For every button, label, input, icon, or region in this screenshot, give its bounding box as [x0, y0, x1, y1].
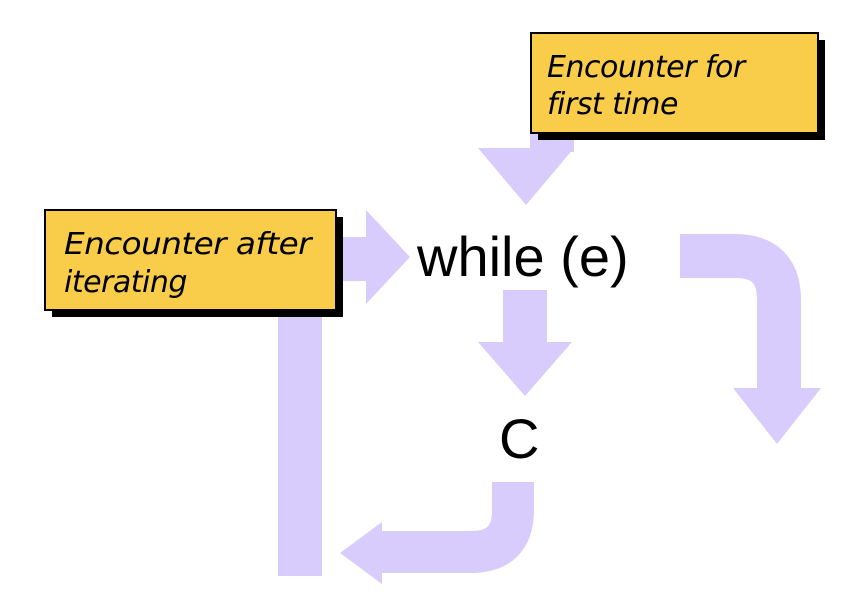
callout-first-time-line2: first time	[547, 87, 678, 122]
exit-arrow	[680, 234, 821, 444]
loop-back-arrow	[340, 482, 534, 584]
callout-after-iterating-line1: Encounter after	[64, 227, 313, 262]
loop-body-statement: C	[499, 407, 539, 470]
back-edge-column-arrow	[278, 302, 322, 576]
callout-first-time: Encounter for first time	[530, 32, 825, 140]
callout-first-time-line1: Encounter for	[547, 50, 747, 85]
callout-after-iterating: Encounter after iterating	[44, 209, 343, 317]
callout-after-iterating-line2: iterating	[64, 265, 187, 300]
true-branch-arrow	[478, 290, 572, 396]
while-statement: while (e)	[416, 225, 629, 288]
